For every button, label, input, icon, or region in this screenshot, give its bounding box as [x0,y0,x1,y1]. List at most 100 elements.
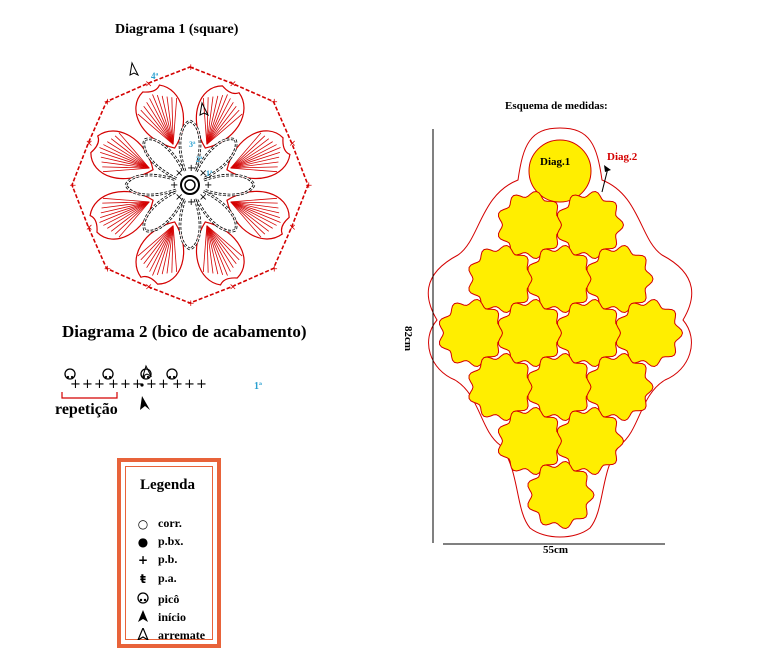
picot-icon [140,368,152,380]
treble-stitch [152,94,174,145]
fan-petal [226,130,291,179]
treble-stitch [230,201,262,238]
legend-label: início [158,610,187,624]
treble-stitch [143,105,174,145]
treble-stitch [206,97,209,145]
single-crochet-mark: + [94,377,105,392]
treble-stitch [100,201,150,214]
treble-stitch [230,201,277,226]
treble-stitch [161,225,174,275]
center-ring-inner [184,179,196,191]
treble-stitch [172,225,178,273]
diag1-motif [528,139,592,203]
treble-stitch [206,109,240,145]
chain-loop-inner [143,138,185,180]
treble-stitch [107,201,150,229]
single-crochet-mark: × [289,223,297,233]
single-crochet-mark: + [196,377,207,392]
picot-dot [66,375,70,379]
treble-stitch [230,197,278,203]
single-crochet-mark: × [85,223,93,233]
treble-stitch [206,225,209,273]
round-label-3: 3ª [189,140,196,149]
treble-stitch [114,201,150,235]
single-crochet-mark: + [187,299,195,309]
treble-stitch [206,94,228,145]
picot-dot [70,375,74,379]
treble-stitch [230,201,280,219]
fan-petal [196,221,245,286]
treble-stitch [230,132,262,169]
inner-petal [124,173,177,197]
scheme-title: Esquema de medidas: [505,100,608,112]
fan-petal [135,84,184,149]
single-crochet-mark: + [104,264,112,274]
inner-petal [178,198,202,251]
diagram2-round-label: 1ª [254,381,262,392]
single-crochet-mark: + [187,63,195,73]
treble-stitch [99,147,150,169]
treble-stitch [99,201,150,223]
picot-icon [136,592,150,607]
treble-stitch [137,225,174,257]
treble-stitch [114,135,150,169]
treble-stitch [206,98,231,145]
picot-dot [168,375,172,379]
treble-stitch [230,201,270,232]
single-crochet-mark: + [108,377,119,392]
treble-stitch [206,225,228,276]
treble-stitch [230,147,281,169]
chain-loop-inner [179,120,201,172]
legend-item-picot: picô [136,592,179,607]
single-crochet-mark: × [85,139,93,149]
repeat-bracket [61,392,118,399]
chain-loop-inner [203,174,255,196]
fan-petal [135,221,185,285]
petal-outline [226,190,290,240]
treble-stitch [230,161,279,169]
treble-stitch [102,197,150,203]
diag2-pointer [601,167,609,193]
treble-stitch [230,166,278,169]
treble-stitch [107,141,150,169]
diag2-outline [427,127,693,538]
legend-box: Legenda ○ corr. ● p.bx. + p.b. ŧ p.a. pi… [117,458,221,648]
chain-loop-inner [143,190,185,232]
treble-stitch [206,225,231,272]
legend-label: p.b. [158,552,178,566]
legend-item-fasten-off: arremate [136,626,205,643]
chain-loop-inner [179,198,201,250]
petal-outline [196,221,245,286]
center-stitch: + [187,163,195,174]
treble-stitch [149,98,174,145]
treble-stitch [206,225,237,265]
treble-stitch [230,135,266,169]
inner-petal [178,119,202,172]
treble-stitch [140,225,174,261]
treble-stitch [166,225,174,274]
treble-stitch [206,95,219,145]
treble-stitch [230,201,266,235]
treble-stitch [118,132,150,169]
treble-stitch [140,109,174,145]
inner-petal [195,137,238,180]
diagram1-title: Diagrama 1 (square) [115,22,239,37]
treble-stitch [230,144,277,169]
inner-petal [142,190,185,233]
legend-label: p.bx. [158,534,184,548]
treble-stitch [230,201,273,229]
treble-stitch [156,95,174,145]
diag1-label: Diag.1 [540,156,570,168]
single-crochet-mark: + [69,181,77,191]
single-crochet-mark: + [184,377,195,392]
round-label-2: 2ª [196,155,203,164]
treble-stitch [172,97,178,145]
single-crochet-mark: + [270,264,278,274]
picot-dot [146,375,150,379]
treble-stitch [143,225,174,265]
inner-petal [142,137,185,180]
treble-stitch [102,166,150,169]
single-crochet-mark: + [146,377,157,392]
fan-petal [195,85,245,149]
center-stitch: + [187,197,195,208]
